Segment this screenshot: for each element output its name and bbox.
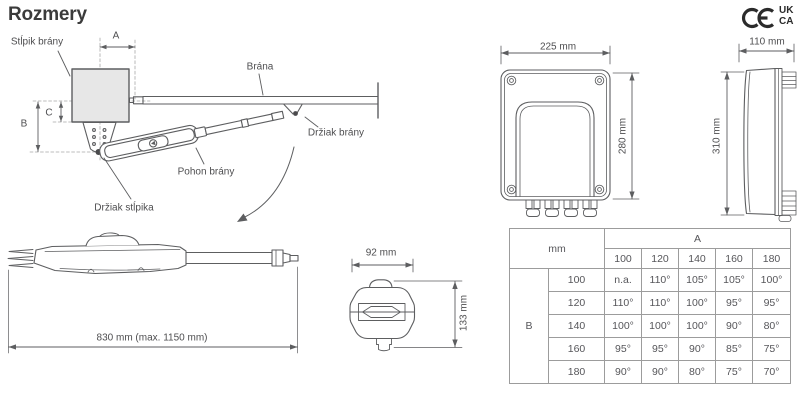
table-header-row-1: mm A xyxy=(509,228,792,269)
row-header: 140 xyxy=(548,314,605,338)
angle-value-cell: 70° xyxy=(751,360,792,384)
angle-value-cell: 95° xyxy=(715,291,753,315)
label-cross-section-height: 133 mm xyxy=(458,294,470,332)
angle-value-cell: 110° xyxy=(641,291,679,315)
label-dim-a: A xyxy=(112,30,120,42)
side-height-dimension xyxy=(720,71,745,216)
angle-value-cell: 90° xyxy=(715,314,753,338)
mounting-tabs xyxy=(778,71,797,222)
label-front-height: 280 mm xyxy=(617,117,629,155)
label-dim-c: C xyxy=(45,107,53,119)
actuator-length-dimension xyxy=(8,266,298,354)
angle-value-cell: 100° xyxy=(678,314,716,338)
label-front-width: 225 mm xyxy=(539,41,577,53)
angle-value-cell: 90° xyxy=(641,360,679,384)
col-header: 160 xyxy=(715,248,753,269)
leader-lines xyxy=(57,50,319,200)
col-header: 180 xyxy=(751,248,792,269)
row-header: 160 xyxy=(548,337,605,361)
gate-shape xyxy=(128,82,379,119)
angle-value-cell: 95° xyxy=(641,337,679,361)
angle-value-cell: 100° xyxy=(641,314,679,338)
dimension-a-arrow xyxy=(99,44,136,50)
angle-value-cell: 100° xyxy=(678,291,716,315)
row-header: 100 xyxy=(548,268,605,292)
installation-schematic xyxy=(29,37,379,222)
control-box-front-drawing xyxy=(500,45,640,217)
label-gate-post: Stĺpik brány xyxy=(10,36,64,48)
cross-section-width-dimension xyxy=(351,258,414,273)
front-width-dimension xyxy=(500,45,611,65)
ukca-line1: UK xyxy=(779,5,794,16)
row-group-label-cell: B xyxy=(509,268,549,384)
col-header: 140 xyxy=(678,248,716,269)
dimension-c-arrow xyxy=(58,101,64,122)
swing-direction-arrow xyxy=(237,146,295,222)
row-header: 180 xyxy=(548,360,605,384)
angle-value-cell: 80° xyxy=(751,314,792,338)
front-height-dimension xyxy=(612,72,640,200)
col-group-label-cell: A xyxy=(603,228,792,249)
angle-value-cell: 105° xyxy=(678,268,716,292)
corner-screws xyxy=(506,75,605,195)
label-post-bracket: Držiak stĺpika xyxy=(94,202,154,214)
label-gate: Brána xyxy=(246,61,274,73)
dimension-b-arrow xyxy=(35,101,41,152)
gate-drive-shape xyxy=(99,110,285,162)
side-width-dimension xyxy=(738,43,795,63)
angle-value-cell: 100° xyxy=(751,268,792,292)
label-cross-section-width: 92 mm xyxy=(365,247,397,259)
cable-glands xyxy=(525,200,598,217)
unit-label-cell: mm xyxy=(509,228,605,269)
angle-value-cell: 85° xyxy=(715,337,753,361)
gate-bracket-shape xyxy=(283,103,303,116)
label-side-height: 310 mm xyxy=(711,117,723,155)
ukca-mark: UK CA xyxy=(779,5,794,27)
angle-value-cell: 95° xyxy=(604,337,642,361)
control-box-side-drawing xyxy=(720,43,797,222)
label-gate-drive: Pohon brány xyxy=(177,166,235,178)
angle-value-cell: 75° xyxy=(751,337,792,361)
ce-mark-icon xyxy=(741,7,775,29)
label-dim-b: B xyxy=(20,118,28,130)
angle-value-cell: n.a. xyxy=(604,268,642,292)
page-title: Rozmery xyxy=(8,4,87,25)
ukca-line2: CA xyxy=(779,15,794,27)
col-header: 120 xyxy=(641,248,679,269)
angle-value-cell: 110° xyxy=(604,291,642,315)
angle-value-cell: 95° xyxy=(751,291,792,315)
gate-post-shape xyxy=(71,68,130,123)
angle-value-cell: 100° xyxy=(604,314,642,338)
label-side-width: 110 mm xyxy=(749,36,785,48)
angle-value-cell: 75° xyxy=(715,360,753,384)
angle-value-cell: 90° xyxy=(678,337,716,361)
actuator-rod xyxy=(185,249,299,267)
angle-value-cell: 110° xyxy=(641,268,679,292)
angle-value-cell: 80° xyxy=(678,360,716,384)
actuator-top-view-drawing xyxy=(7,232,299,354)
label-actuator-length: 830 mm (max. 1150 mm) xyxy=(96,332,208,344)
angle-value-cell: 90° xyxy=(604,360,642,384)
actuator-cross-section-drawing xyxy=(349,258,463,352)
label-gate-bracket: Držiak brány xyxy=(307,127,365,139)
row-header: 120 xyxy=(548,291,605,315)
col-header: 100 xyxy=(604,248,642,269)
cross-section-height-dimension xyxy=(393,280,463,348)
angle-value-cell: 105° xyxy=(715,268,753,292)
